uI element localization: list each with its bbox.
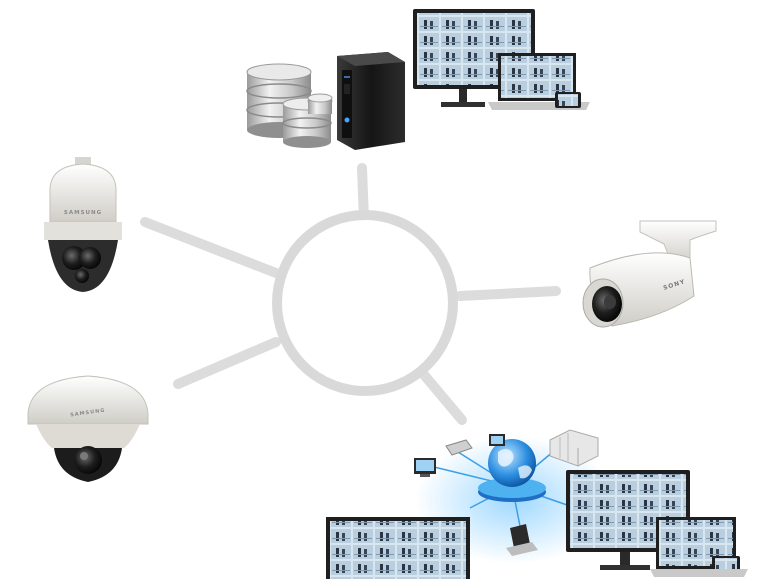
- connector-dome-camera: [173, 337, 281, 389]
- database-icon-small: [282, 93, 333, 148]
- phone-icon: [555, 92, 581, 108]
- router-icon: [445, 439, 473, 456]
- desktop-client-icon: [414, 458, 436, 477]
- server-tower-icon: [337, 52, 405, 150]
- database-icon: [246, 63, 312, 138]
- server-rack-icon: [549, 429, 599, 467]
- connectors: [140, 163, 561, 425]
- laptop-icon-bottom: [650, 569, 748, 577]
- laptop-client-icon: [506, 524, 538, 556]
- monitor-client-icon: [489, 434, 505, 446]
- monitor-icon-left: [326, 517, 470, 579]
- connector-bullet-camera: [455, 286, 561, 301]
- connector-network-clients: [415, 365, 467, 425]
- dome-camera-icon: SAMSUNG: [27, 375, 149, 482]
- hub-ring: [272, 210, 458, 396]
- storage-server-group: [246, 9, 590, 150]
- dome-camera-brand: SAMSUNG: [70, 408, 106, 419]
- connector-ptz-camera: [140, 217, 281, 278]
- bullet-camera-icon: SONY: [582, 220, 717, 328]
- network-clients-group: [326, 429, 748, 579]
- ptz-camera-brand: SAMSUNG: [64, 210, 102, 216]
- globe-icon: [488, 439, 536, 487]
- ptz-camera-icon: SAMSUNG: [44, 157, 122, 292]
